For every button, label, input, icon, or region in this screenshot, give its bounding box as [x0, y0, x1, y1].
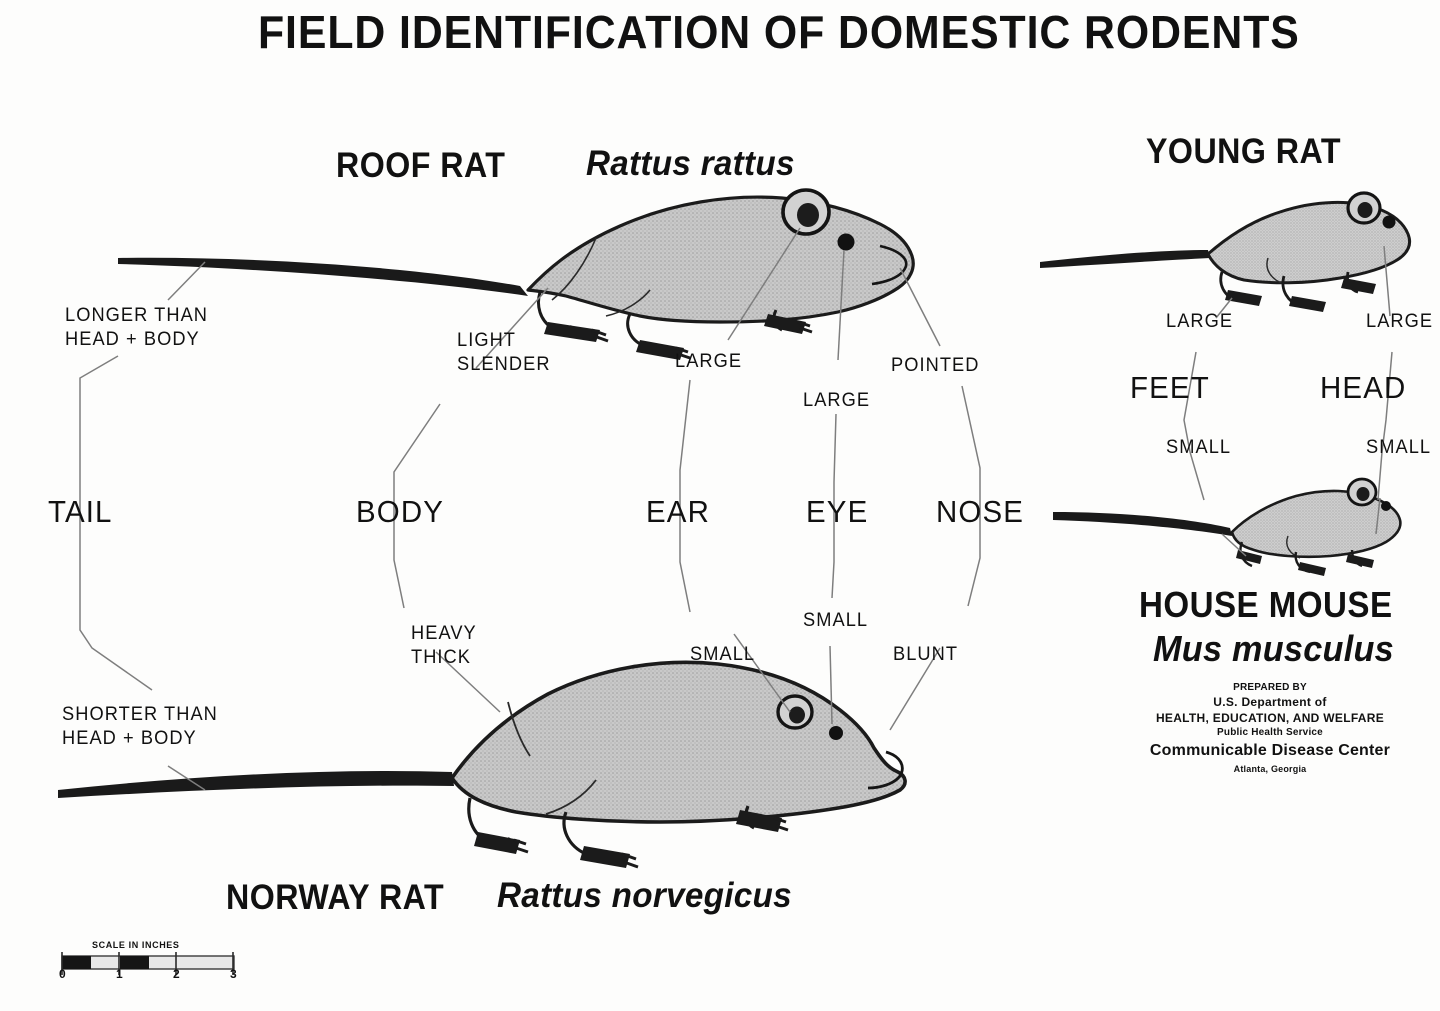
scale-tick-0: 0: [59, 967, 66, 981]
credits-service: Public Health Service: [1217, 727, 1323, 738]
feature-label-eye: EYE: [806, 494, 869, 529]
species-latin-house-mouse: Mus musculus: [1153, 628, 1394, 669]
descriptor-norway-rat-body: HEAVY THICK: [411, 623, 477, 668]
descriptor-norway-rat-nose: BLUNT: [893, 644, 959, 665]
descriptor-roof-rat-ear: LARGE: [675, 351, 743, 372]
descriptor-young-rat-head: LARGE: [1366, 311, 1434, 332]
descriptor-house-mouse-feet: SMALL: [1166, 437, 1232, 458]
feature-label-body: BODY: [356, 494, 445, 529]
norway-rat-illustration: [58, 660, 907, 869]
scale-bar-graphic: [61, 952, 235, 975]
species-heading-norway-rat: NORWAY RAT: [226, 878, 445, 917]
descriptor-norway-rat-tail: SHORTER THAN HEAD + BODY: [62, 704, 218, 749]
roof-rat-illustration: [118, 188, 915, 360]
scale-tick-2: 2: [173, 967, 180, 981]
descriptor-roof-rat-body: LIGHT SLENDER: [457, 330, 551, 375]
credits-block: PREPARED BY U.S. Department of HEALTH, E…: [1120, 682, 1420, 774]
credits-prepared-by: PREPARED BY: [1233, 682, 1307, 693]
descriptor-norway-rat-eye: SMALL: [803, 610, 869, 631]
descriptor-house-mouse-head: SMALL: [1366, 437, 1432, 458]
credits-center: Communicable Disease Center: [1149, 742, 1391, 759]
species-heading-roof-rat: ROOF RAT: [336, 146, 506, 185]
feature-label-ear: EAR: [646, 494, 710, 529]
scale-tick-3: 3: [230, 967, 237, 981]
young-rat-illustration: [1040, 191, 1412, 312]
species-heading-young-rat: YOUNG RAT: [1146, 132, 1341, 171]
feature-label-tail: TAIL: [48, 494, 113, 529]
page-title: FIELD IDENTIFICATION OF DOMESTIC RODENTS: [258, 6, 1300, 58]
feature-label-nose: NOSE: [936, 494, 1025, 529]
descriptor-roof-rat-tail: LONGER THAN HEAD + BODY: [65, 305, 209, 350]
credits-department: U.S. Department of: [1213, 695, 1327, 709]
feature-label-head: HEAD: [1320, 370, 1407, 405]
species-latin-roof-rat: Rattus rattus: [586, 144, 795, 183]
descriptor-roof-rat-eye: LARGE: [803, 390, 871, 411]
scale-tick-1: 1: [116, 967, 123, 981]
descriptor-roof-rat-nose: POINTED: [891, 355, 980, 376]
credits-agency: HEALTH, EDUCATION, AND WELFARE: [1155, 711, 1385, 725]
credits-city: Atlanta, Georgia: [1233, 764, 1307, 774]
leader-lines: [79, 227, 1393, 791]
species-latin-norway-rat: Rattus norvegicus: [497, 876, 792, 915]
descriptor-young-rat-feet: LARGE: [1166, 311, 1234, 332]
feature-label-feet: FEET: [1130, 370, 1210, 405]
descriptor-norway-rat-ear: SMALL: [690, 644, 756, 665]
scale-bar-caption: SCALE IN INCHES: [92, 940, 180, 950]
house-mouse-illustration: [1053, 477, 1402, 576]
species-heading-house-mouse: HOUSE MOUSE: [1139, 584, 1393, 625]
